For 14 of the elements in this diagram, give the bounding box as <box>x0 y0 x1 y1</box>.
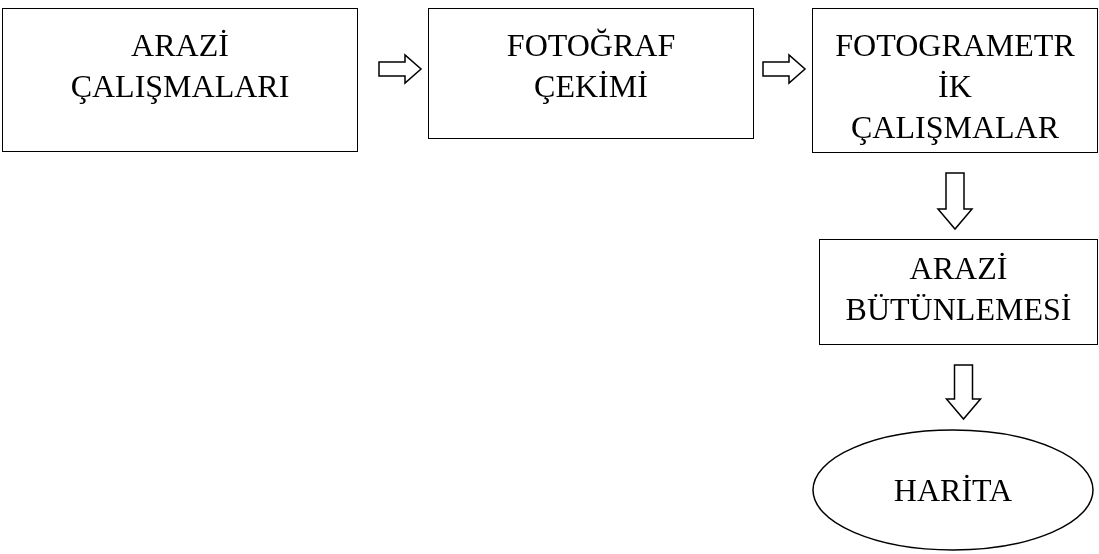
box-label: HARİTA <box>892 470 1014 510</box>
block-arrow <box>378 53 423 85</box>
box-label: ARAZİ BÜTÜNLEMESİ <box>844 249 1073 329</box>
block-arrow <box>936 172 974 231</box>
process-box <box>819 239 1098 345</box>
block-arrow <box>944 364 983 421</box>
process-box <box>2 8 358 152</box>
box-label: FOTOĞRAF ÇEKİMİ <box>505 26 677 106</box>
terminal-ellipse <box>812 429 1094 551</box>
box-label: FOTOGRAMETRİK ÇALIŞMALAR <box>834 26 1076 147</box>
block-arrow <box>762 53 807 85</box>
box-label: ARAZİ ÇALIŞMALARI <box>69 26 291 106</box>
process-box <box>428 8 754 139</box>
process-box <box>812 8 1098 153</box>
